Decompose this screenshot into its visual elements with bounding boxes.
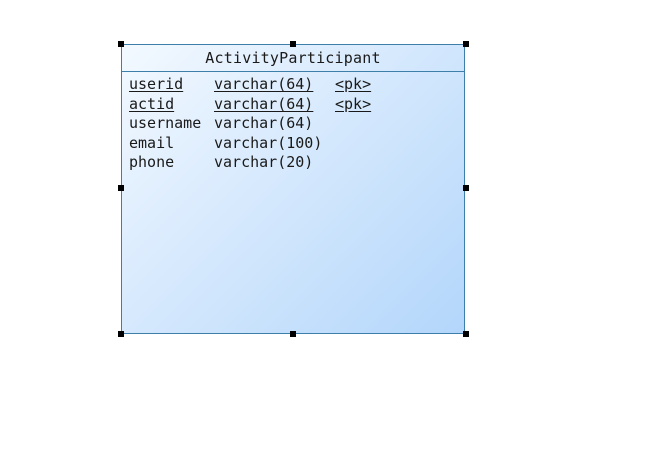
resize-handle-top[interactable] <box>290 41 296 47</box>
entity-table[interactable]: ActivityParticipant userid varchar(64) <… <box>121 44 465 334</box>
resize-handle-top-right[interactable] <box>463 41 469 47</box>
resize-handle-top-left[interactable] <box>118 41 124 47</box>
column-type: varchar(20) <box>214 153 314 171</box>
resize-handle-left[interactable] <box>118 185 124 191</box>
entity-title: ActivityParticipant <box>122 45 464 72</box>
column-type: varchar(64) <box>214 94 314 113</box>
resize-handle-right[interactable] <box>463 185 469 191</box>
column-name: username <box>129 114 202 132</box>
resize-handle-bottom-left[interactable] <box>118 331 124 337</box>
column-name: actid <box>129 94 175 113</box>
resize-handle-bottom-right[interactable] <box>463 331 469 337</box>
primary-key-marker: <pk> <box>335 94 372 113</box>
primary-key-marker: <pk> <box>335 75 372 93</box>
column-name: phone <box>129 153 175 171</box>
column-type: varchar(64) <box>214 75 314 93</box>
column-type: varchar(64) <box>214 114 314 132</box>
column-type: varchar(100) <box>214 133 323 152</box>
column-name: email <box>129 133 175 152</box>
resize-handle-bottom[interactable] <box>290 331 296 337</box>
column-name: userid <box>129 75 184 93</box>
